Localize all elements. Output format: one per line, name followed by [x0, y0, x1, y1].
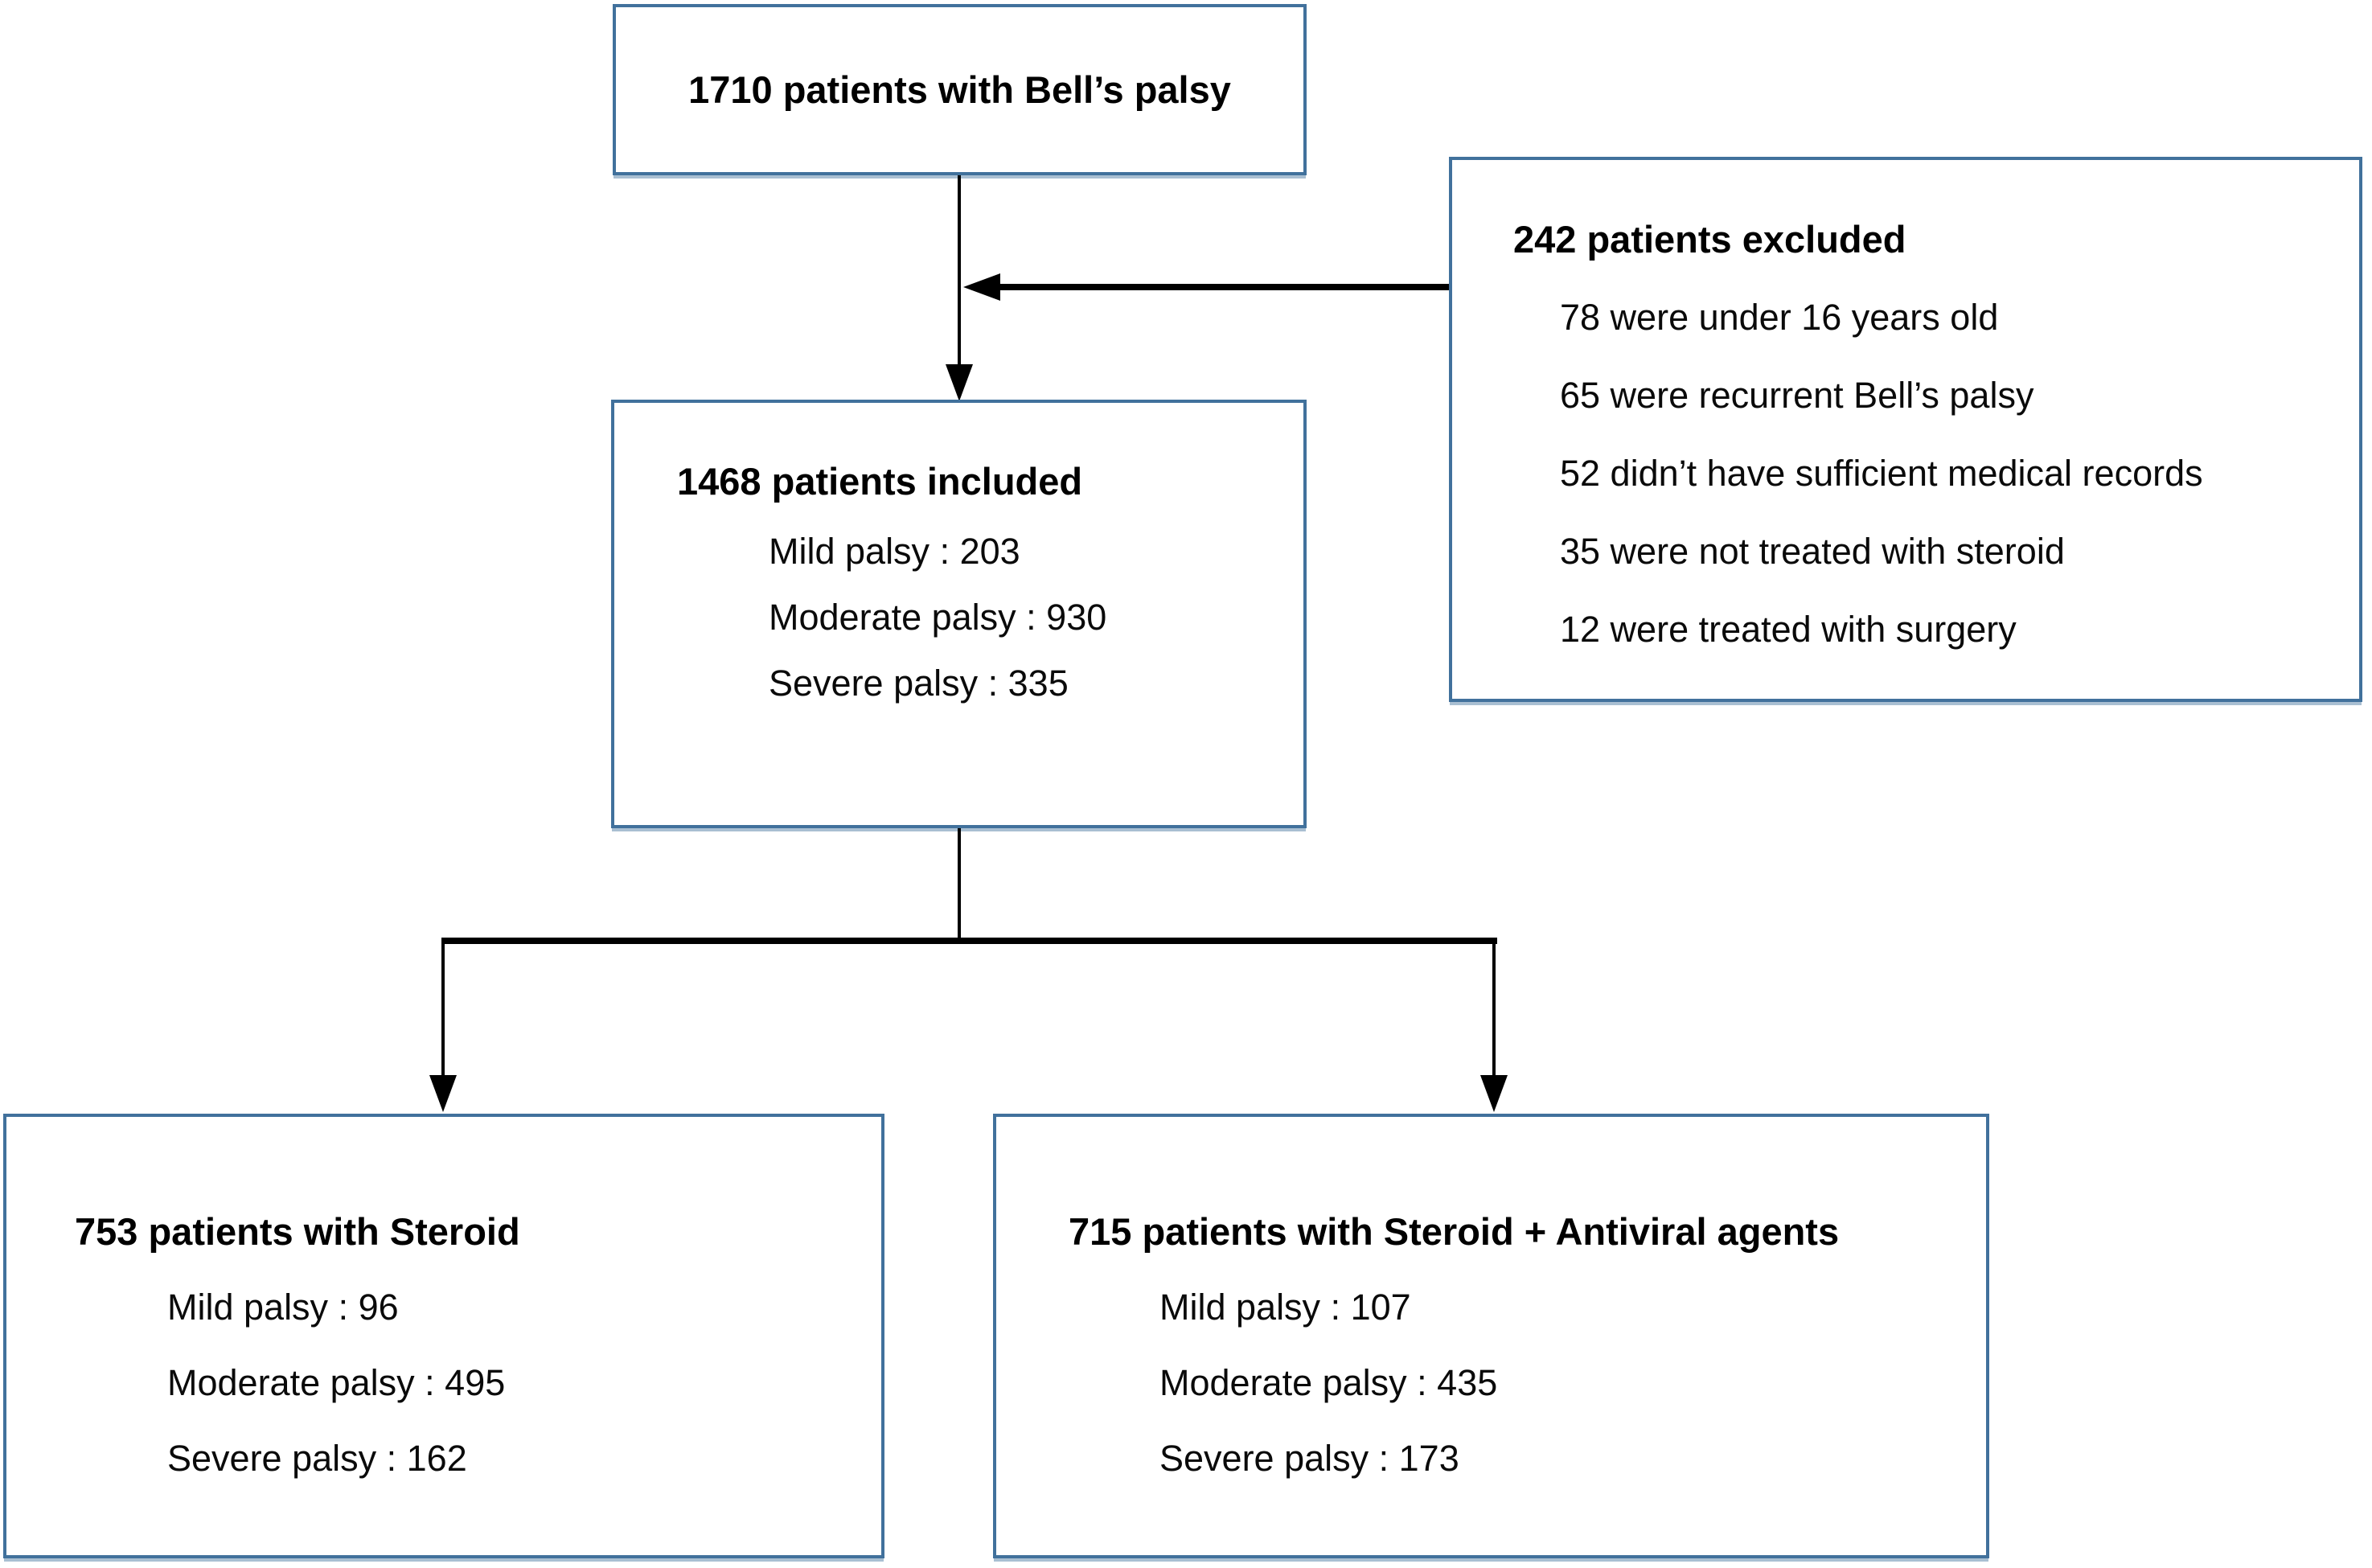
enrolled-patients-title: 1710 patients with Bell’s palsy	[688, 68, 1231, 111]
excluded-reason-no-steroid: 35 were not treated with steroid	[1560, 531, 2065, 572]
steroid-antiviral-mild-palsy-count: Mild palsy : 107	[1159, 1287, 1411, 1328]
included-patients-title: 1468 patients included	[677, 460, 1083, 503]
connector-top-to-included-line	[958, 175, 961, 368]
connector-excluded-line	[997, 284, 1449, 290]
excluded-reason-insufficient-records: 52 didn’t have sufficient medical record…	[1560, 453, 2203, 494]
steroid-moderate-palsy-count: Moderate palsy : 495	[167, 1362, 506, 1403]
connector-branch-left-line	[441, 941, 445, 1079]
steroid-antiviral-moderate-palsy-count: Moderate palsy : 435	[1159, 1362, 1498, 1403]
excluded-patients-title: 242 patients excluded	[1513, 218, 1906, 261]
steroid-antiviral-severe-palsy-count: Severe palsy : 173	[1159, 1438, 1459, 1479]
included-severe-palsy-count: Severe palsy : 335	[769, 663, 1069, 704]
included-mild-palsy-count: Mild palsy : 203	[769, 531, 1020, 572]
steroid-group-title: 753 patients with Steroid	[75, 1210, 520, 1253]
included-patients-box: 1468 patients included Mild palsy : 203 …	[611, 400, 1307, 828]
steroid-group-box: 753 patients with Steroid Mild palsy : 9…	[3, 1114, 884, 1558]
excluded-patients-box: 242 patients excluded 78 were under 16 y…	[1449, 157, 2362, 702]
steroid-antiviral-group-title: 715 patients with Steroid + Antiviral ag…	[1069, 1210, 1840, 1253]
connector-included-stem-line	[958, 828, 961, 944]
connector-branch-horizontal-line	[441, 938, 1497, 944]
arrowhead-down-icon	[1480, 1075, 1508, 1112]
enrolled-patients-box: 1710 patients with Bell’s palsy	[613, 4, 1307, 175]
steroid-mild-palsy-count: Mild palsy : 96	[167, 1287, 399, 1328]
steroid-severe-palsy-count: Severe palsy : 162	[167, 1438, 467, 1479]
excluded-reason-recurrent: 65 were recurrent Bell’s palsy	[1560, 375, 2034, 416]
excluded-reason-under-16: 78 were under 16 years old	[1560, 297, 1999, 338]
arrowhead-down-icon	[946, 364, 973, 401]
excluded-reason-surgery: 12 were treated with surgery	[1560, 609, 2017, 650]
arrowhead-left-icon	[963, 273, 1000, 301]
connector-branch-right-line	[1492, 941, 1496, 1079]
included-moderate-palsy-count: Moderate palsy : 930	[769, 597, 1107, 638]
arrowhead-down-icon	[429, 1075, 457, 1112]
steroid-antiviral-group-box: 715 patients with Steroid + Antiviral ag…	[993, 1114, 1989, 1558]
